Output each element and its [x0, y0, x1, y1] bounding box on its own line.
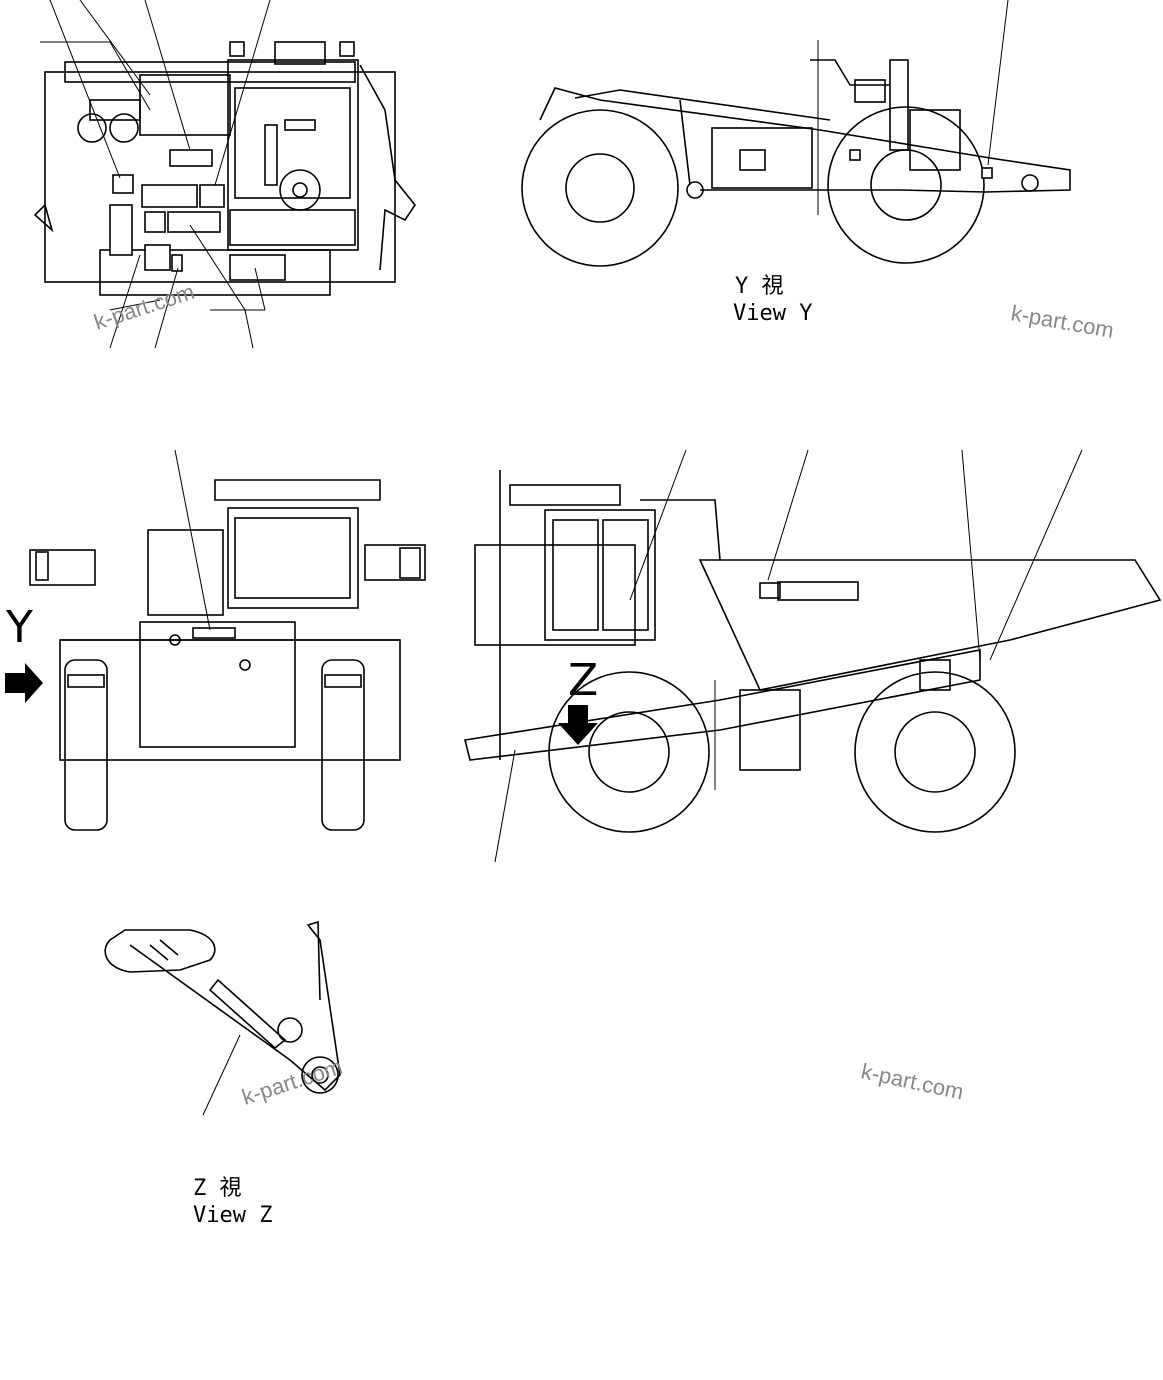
view-z-caption: View Z [193, 1203, 272, 1228]
view-z-bracket: Z 視 View Z [104, 920, 341, 1228]
cab-interior-view [33, 0, 416, 349]
view-y-marker: Y [5, 602, 33, 653]
watermark-2: k-part.com [1009, 300, 1116, 343]
view-y-arrow-icon [5, 663, 43, 703]
view-z-marker: Z [568, 655, 598, 706]
side-view-truck: Z [464, 449, 1162, 863]
view-z-kanji: Z 視 [193, 1176, 242, 1201]
front-view: Y [5, 449, 426, 831]
watermark-1: k-part.com [91, 279, 198, 335]
view-z-arrow-icon [558, 705, 598, 745]
watermark-4: k-part.com [859, 1058, 966, 1104]
view-y-kanji: Y 視 [735, 274, 784, 299]
view-y-caption: View Y [733, 301, 812, 326]
view-y-chassis: Y 視 View Y [521, 0, 1071, 326]
